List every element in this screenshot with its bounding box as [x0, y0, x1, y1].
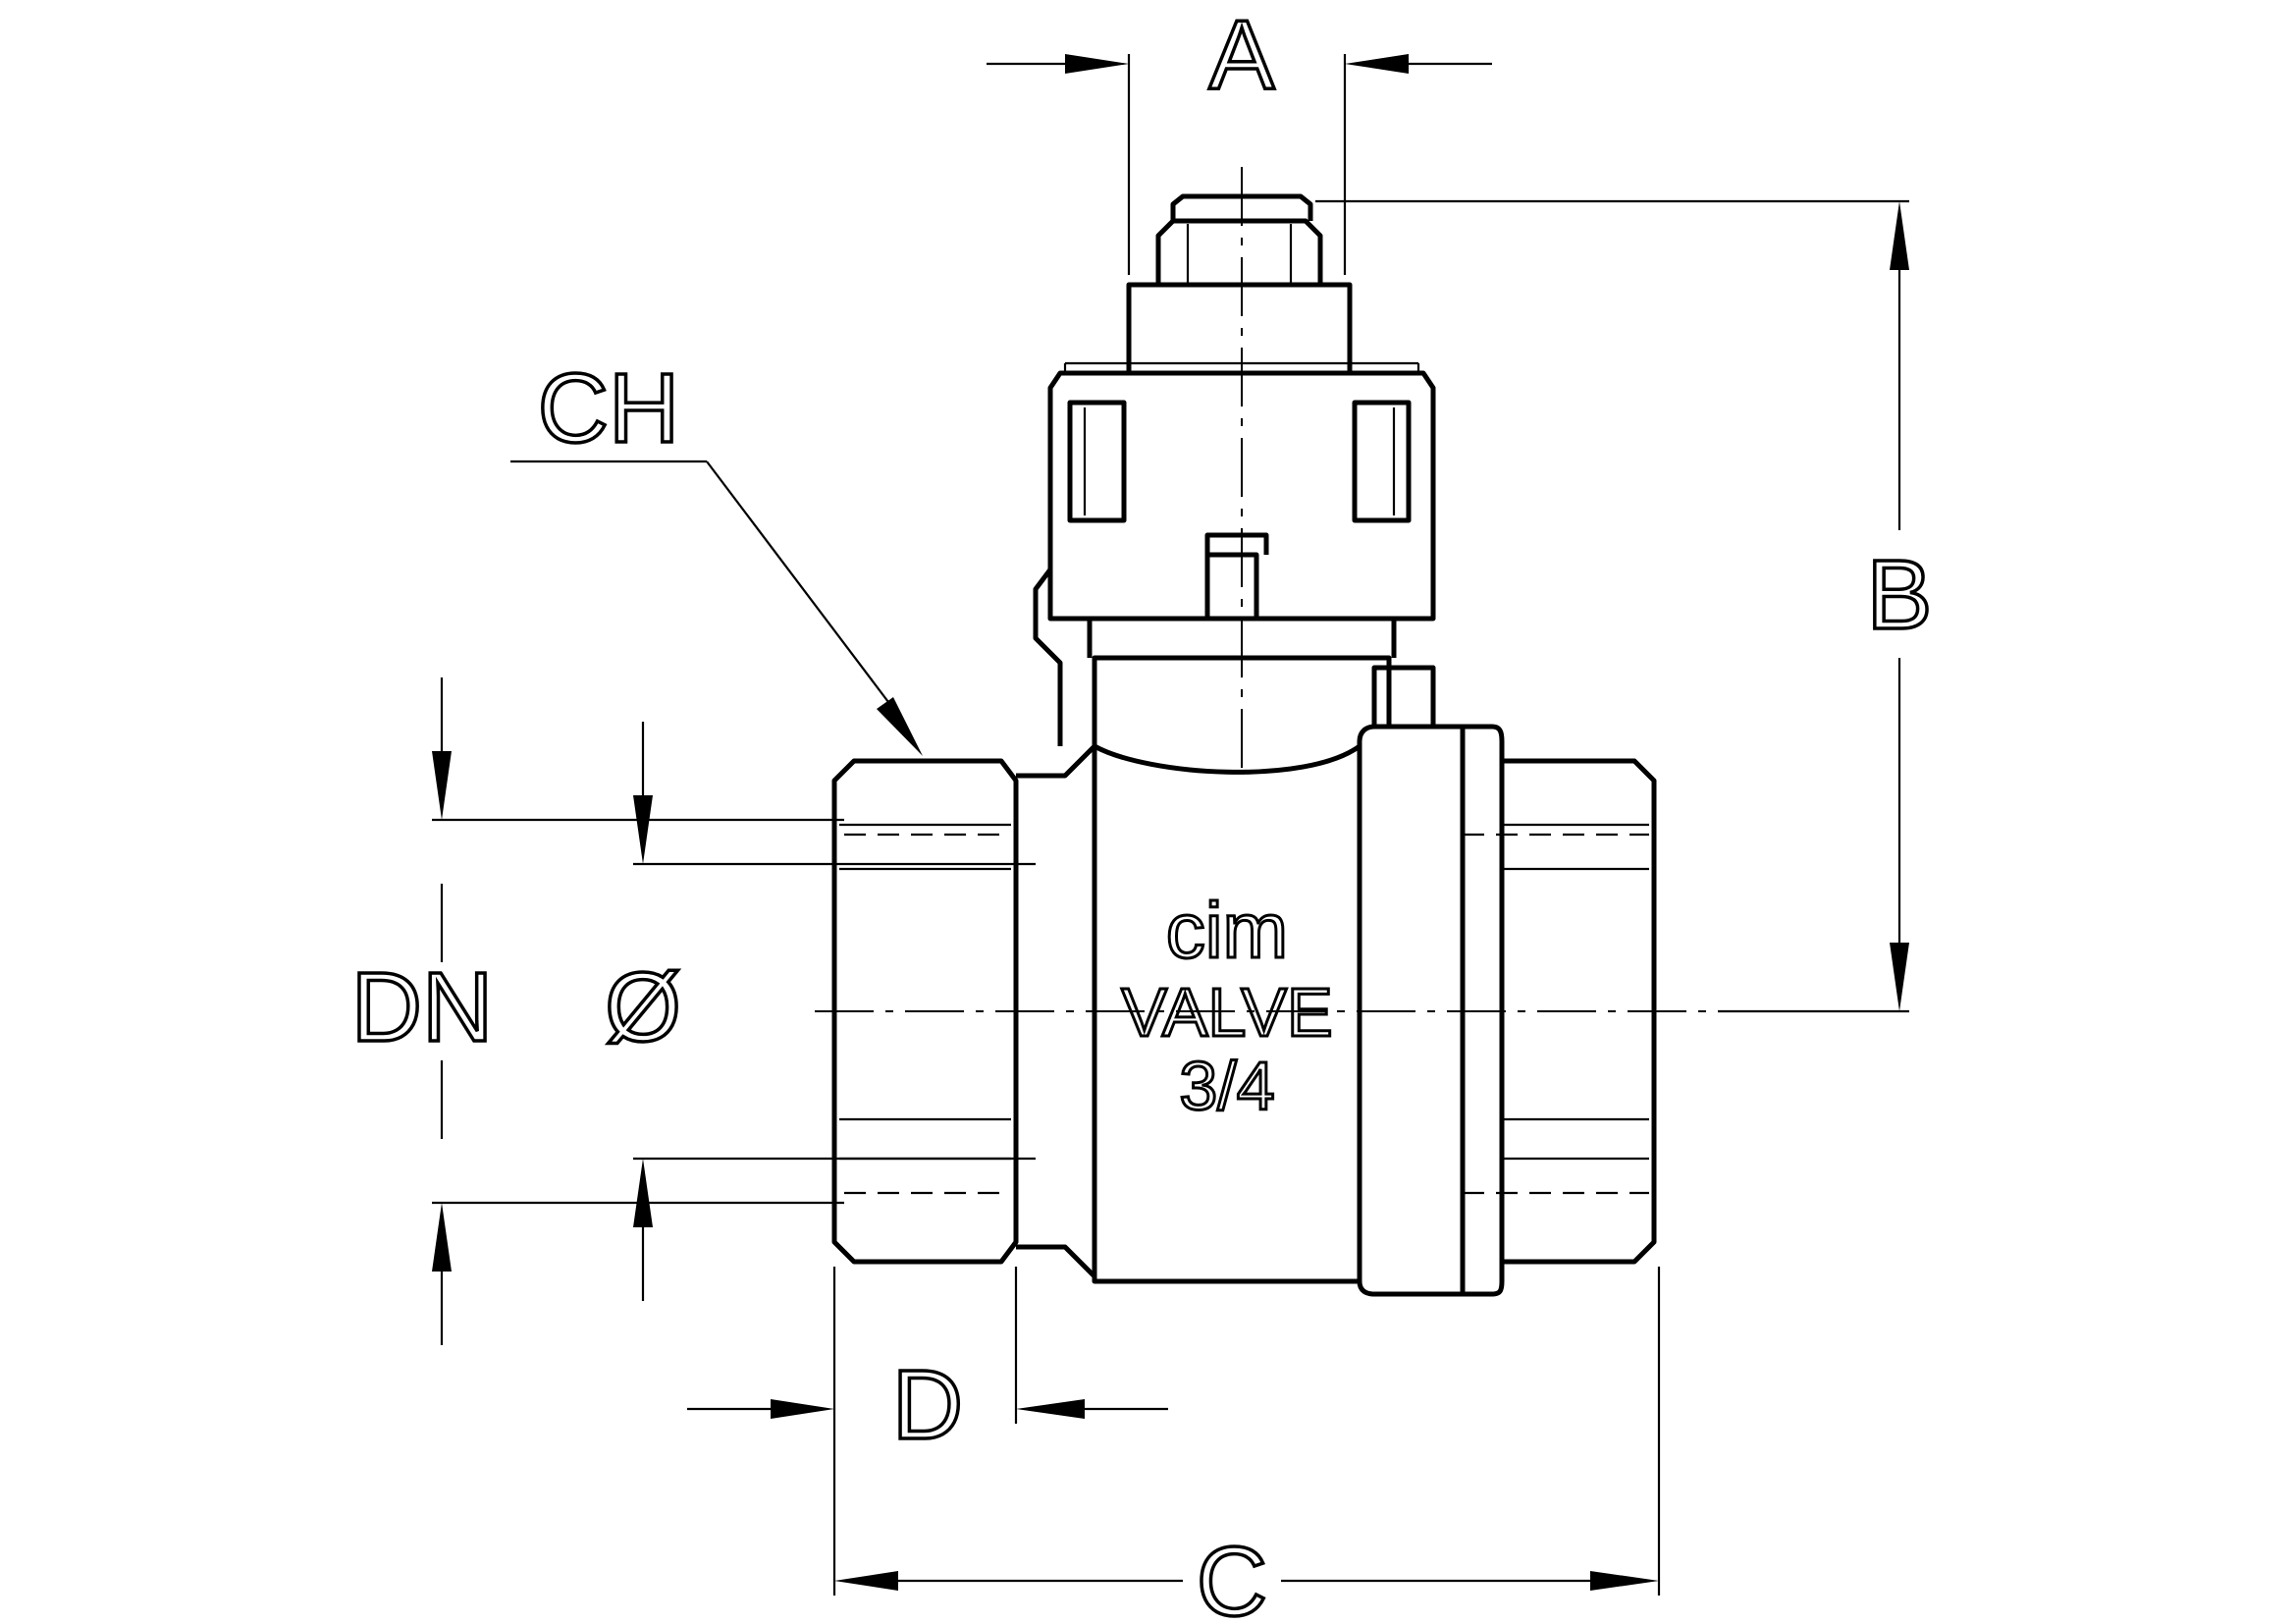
dimension-diameter: Ø	[603, 722, 1036, 1301]
dimension-dn: DN	[349, 677, 844, 1345]
valve-body	[831, 665, 1657, 1297]
label-diameter: Ø	[605, 952, 681, 1062]
marking-valve: VALVE	[1121, 974, 1332, 1051]
label-ch: CH	[538, 353, 679, 463]
dimension-ch: CH	[510, 352, 923, 756]
marking-brand: cim	[1166, 887, 1288, 974]
marking-size: 3/4	[1179, 1048, 1274, 1124]
label-c: C	[1197, 1527, 1267, 1624]
dimension-a: A	[987, 0, 1492, 275]
body-marking: cim VALVE 3/4	[1120, 886, 1334, 1126]
label-b: B	[1867, 540, 1933, 650]
center-lines	[815, 167, 1713, 1012]
label-dn: DN	[351, 952, 493, 1062]
dimension-d: D	[687, 1267, 1168, 1462]
label-d: D	[892, 1350, 963, 1460]
dimension-c: C	[832, 1267, 1661, 1624]
label-a: A	[1209, 0, 1275, 110]
valve-cap	[1033, 193, 1436, 746]
dimension-b: B	[1315, 199, 1934, 1013]
